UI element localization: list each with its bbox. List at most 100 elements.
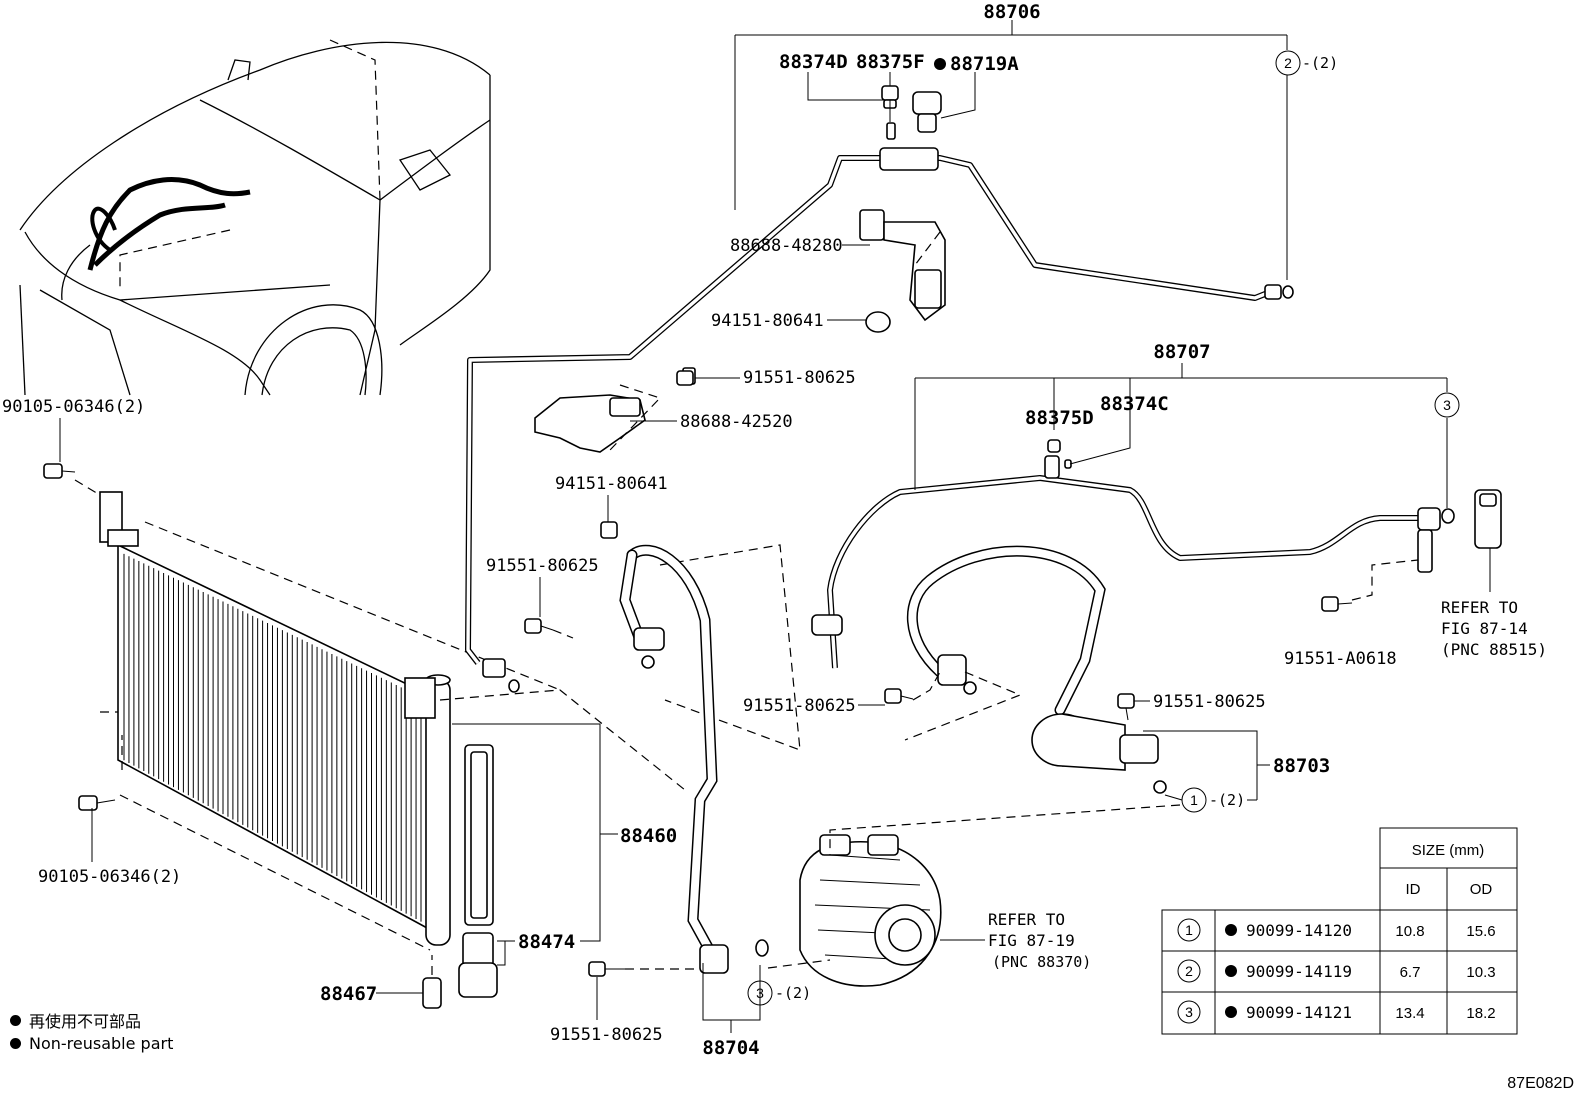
bolt-91551-80625-c (884, 671, 1022, 741)
table-row-1-dot (1225, 924, 1237, 936)
label-88706: 88706 (983, 1, 1040, 23)
bolt-90105-b (78, 795, 116, 811)
label-88719A: 88719A (950, 53, 1019, 75)
table-row-1-num: 1 (1185, 922, 1193, 938)
bracket-guides (609, 231, 941, 451)
compressor-guide (829, 804, 1181, 855)
legend-english: Non-reusable part (10, 1034, 173, 1053)
expansion-valve (1474, 489, 1502, 549)
label-88375D: 88375D (1025, 407, 1094, 429)
table-row-1-id: 10.8 (1395, 923, 1424, 940)
table-row-1-od: 15.6 (1466, 923, 1495, 940)
qty-2-top: -(2) (1302, 54, 1338, 72)
plug-88467 (422, 955, 442, 1009)
table-row-2-od: 10.3 (1466, 964, 1495, 981)
figure-code: 87E082D (1507, 1075, 1574, 1092)
vehicle-hood-guides (119, 39, 381, 290)
label-91551-80625-c: 91551-80625 (743, 696, 856, 716)
label-88703: 88703 (1273, 755, 1330, 777)
label-91551-A0618: 91551-A0618 (1284, 649, 1397, 669)
refer-87-19-line1: REFER TO (988, 910, 1065, 929)
label-88467: 88467 (320, 983, 377, 1005)
desiccant-88474 (458, 744, 498, 998)
condenser (99, 491, 451, 946)
qty-1-mid: -(2) (1209, 791, 1245, 809)
switch-88719A (912, 91, 942, 133)
pipe-88707 (811, 439, 1455, 669)
bolt-91551-A0618 (1321, 559, 1419, 612)
valve-core-88374D (886, 122, 896, 140)
label-91551-80625-e: 91551-80625 (550, 1025, 663, 1045)
callout-circle-3-bottom (747, 980, 773, 1006)
legend-ja-text: 再使用不可部品 (29, 1012, 142, 1031)
table-row-3-num: 3 (1185, 1004, 1193, 1020)
callout-1-mid: 1 (1190, 792, 1198, 808)
label-88374C: 88374C (1100, 393, 1169, 415)
bolt-91551-80625-d (1117, 693, 1135, 721)
bolt-91551-80625-b (524, 618, 574, 639)
callout-2-top: 2 (1284, 55, 1292, 71)
label-88474: 88474 (518, 931, 575, 953)
table-header-od: OD (1470, 881, 1493, 898)
compressor (799, 834, 942, 987)
non-reusable-dot-icon (10, 1038, 21, 1049)
table-row-2-circle (1177, 959, 1201, 983)
label-88688-48280: 88688-48280 (730, 236, 843, 256)
nut-94151-80641-b (600, 521, 618, 539)
refer-87-19-line3: (PNC 88370) (992, 953, 1091, 971)
refer-87-14-line3: (PNC 88515) (1441, 640, 1547, 659)
table-header-size: SIZE (mm) (1412, 842, 1485, 859)
hose-88703 (906, 545, 1167, 794)
bolt-91551-80625-e (588, 959, 831, 977)
callout-3-right: 3 (1443, 397, 1451, 413)
table-row-3-circle (1177, 1000, 1201, 1024)
refer-87-14-line1: REFER TO (1441, 598, 1518, 617)
label-94151-80641-a: 94151-80641 (711, 311, 824, 331)
table-row-1-part: 90099-14120 (1246, 921, 1352, 940)
non-reusable-dot (934, 58, 946, 70)
leader-lines (59, 20, 1491, 1033)
bracket-88688-48280 (859, 209, 946, 333)
table-row-3-id: 13.4 (1395, 1005, 1424, 1022)
label-91551-80625-b: 91551-80625 (486, 556, 599, 576)
bolt-91551-80625-a (676, 370, 694, 386)
label-88688-42520: 88688-42520 (680, 412, 793, 432)
refer-87-14-line2: FIG 87-14 (1441, 619, 1528, 638)
non-reusable-dot-icon (10, 1014, 21, 1026)
table-row-2-part: 90099-14119 (1246, 962, 1352, 981)
bolt-90105-a (43, 463, 101, 496)
callout-circle-3-right (1434, 392, 1460, 418)
label-91551-80625-d: 91551-80625 (1153, 692, 1266, 712)
harness-in-vehicle (87, 177, 251, 271)
label-88374D: 88374D (779, 51, 848, 73)
legend-japanese: 再使用不可部品 (10, 1008, 141, 1032)
table-row-3-dot (1225, 1006, 1237, 1018)
callout-3-bottom: 3 (756, 985, 764, 1001)
bracket-88688-42520 (534, 367, 696, 453)
table-header-id: ID (1406, 881, 1421, 898)
label-88704: 88704 (702, 1037, 759, 1059)
label-90105-06346-b: 90105-06346(2) (38, 867, 181, 887)
legend-en-text: Non-reusable part (29, 1034, 174, 1053)
table-row-1-circle (1177, 918, 1201, 942)
label-88460: 88460 (620, 825, 677, 847)
oring-size-table: SIZE (mm) ID OD 1 90099-14120 10.8 15.6 … (1161, 827, 1518, 1035)
refer-87-19-line2: FIG 87-19 (988, 931, 1075, 950)
callout-circle-2-top (1275, 50, 1301, 76)
qty-3-bottom: -(2) (775, 984, 811, 1002)
vehicle-outline (19, 41, 491, 396)
callout-circle-1-mid (1181, 787, 1207, 813)
condenser-guides (100, 521, 801, 951)
label-94151-80641-b: 94151-80641 (555, 474, 668, 494)
label-88707: 88707 (1153, 341, 1210, 363)
label-88375F: 88375F (856, 51, 925, 73)
pipe-88706 (465, 147, 1294, 693)
hose-88704 (619, 544, 769, 974)
label-90105-06346-a: 90105-06346(2) (2, 397, 145, 417)
label-91551-80625-a: 91551-80625 (743, 368, 856, 388)
table-row-3-od: 18.2 (1466, 1005, 1495, 1022)
table-row-2-id: 6.7 (1400, 964, 1421, 981)
table-row-2-dot (1225, 965, 1237, 977)
table-row-3-part: 90099-14121 (1246, 1003, 1352, 1022)
